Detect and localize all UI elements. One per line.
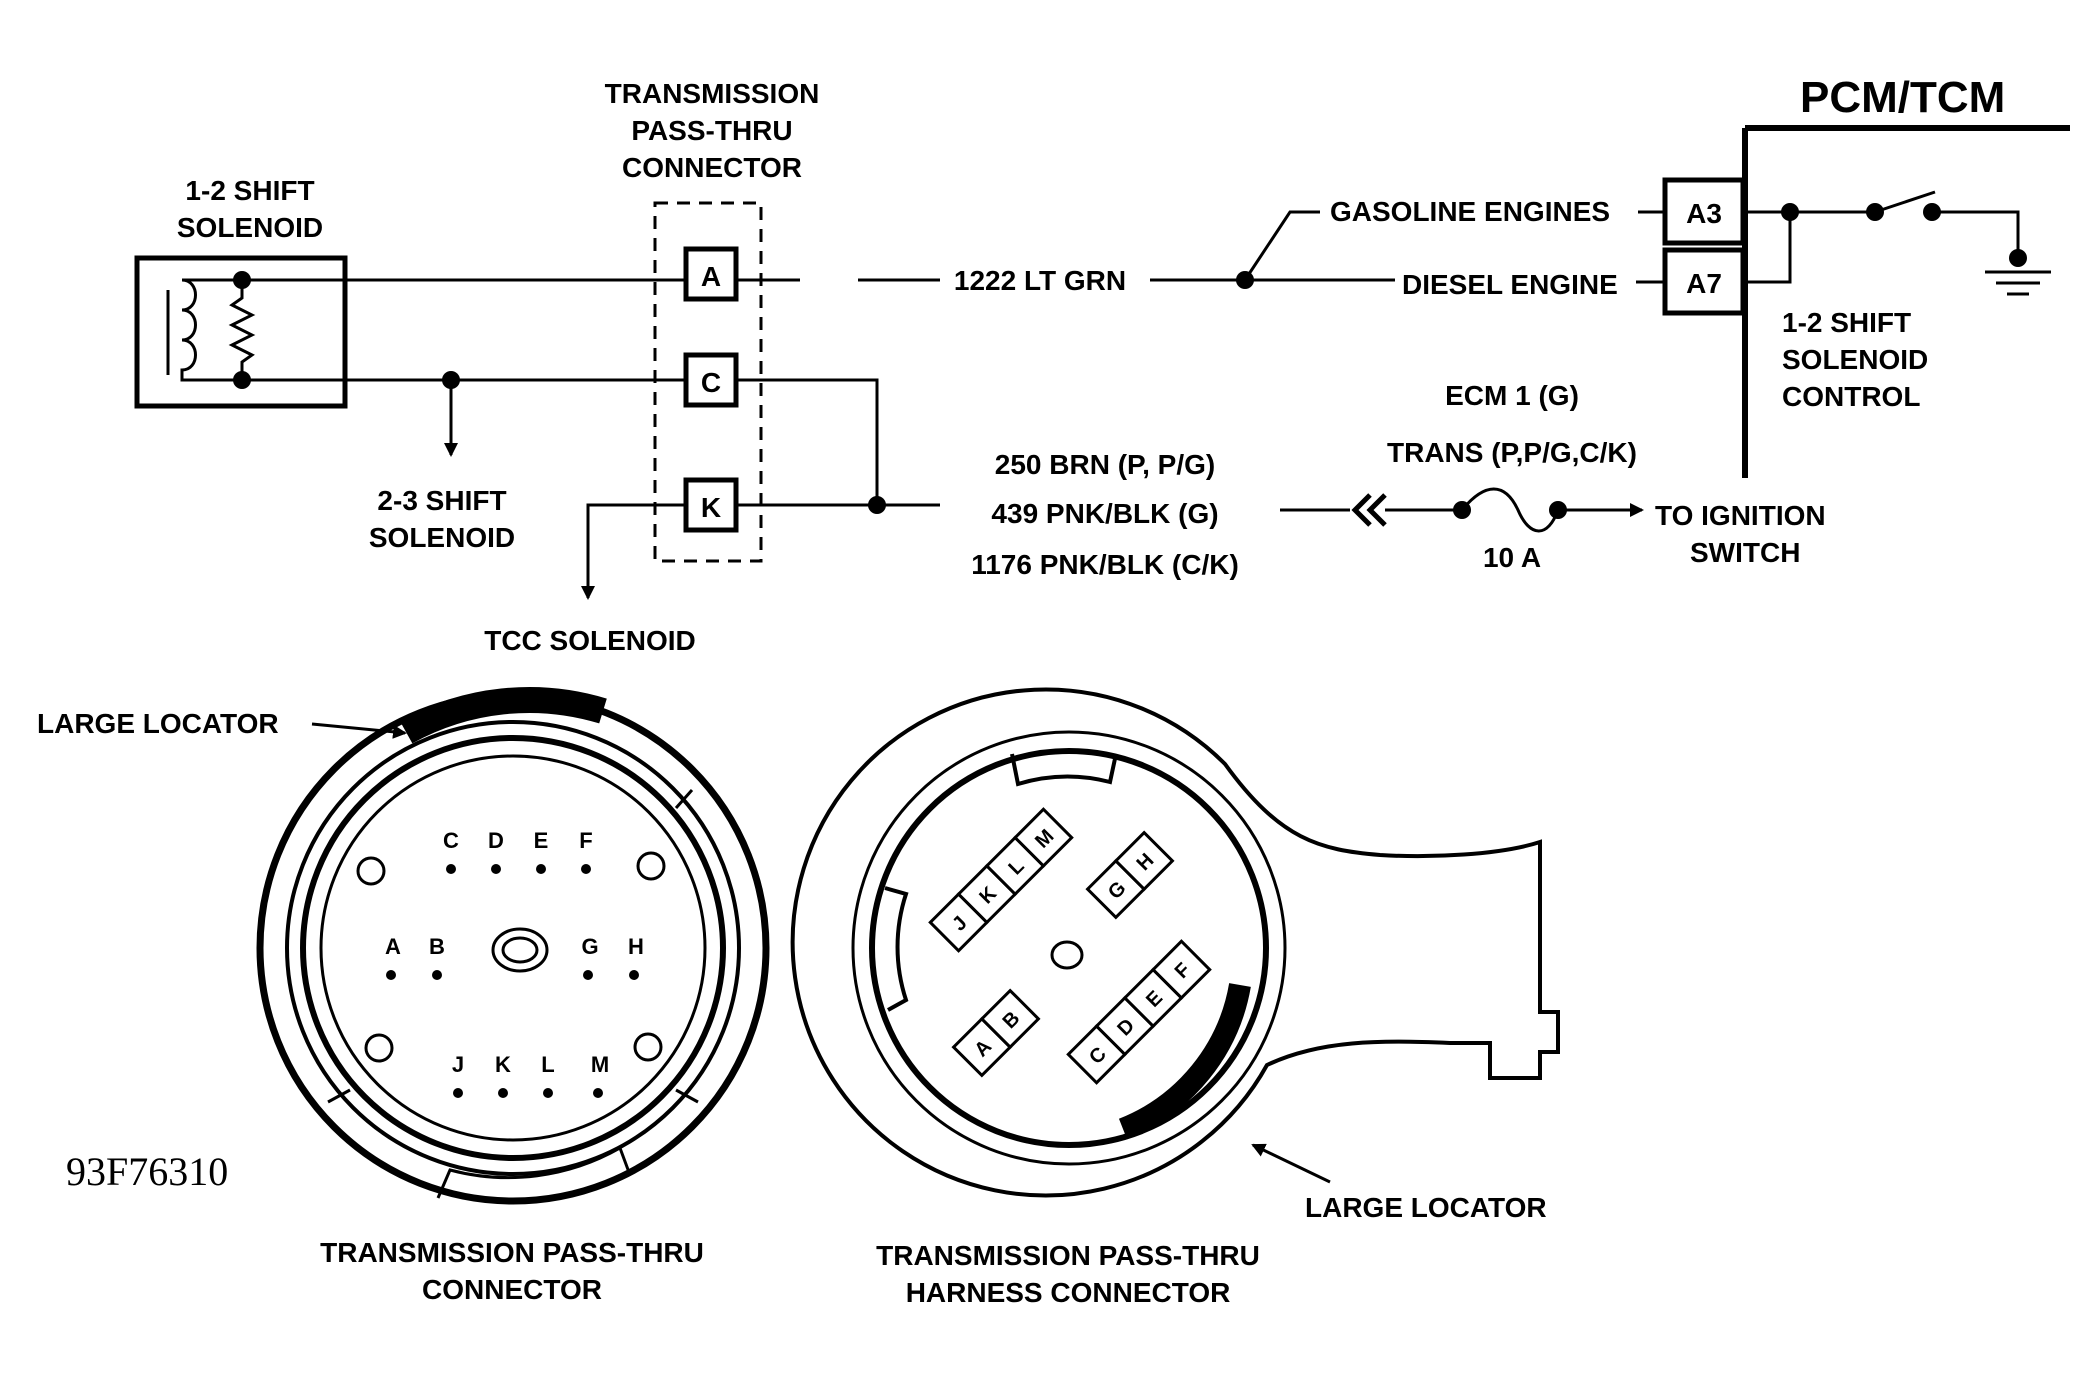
left-pin-label: D (488, 828, 504, 853)
right-caption-1: TRANSMISSION PASS-THRU (876, 1240, 1260, 1271)
diesel-label: DIESEL ENGINE (1402, 269, 1618, 300)
left-pin-label: G (581, 934, 598, 959)
left-outer-ring (256, 691, 770, 1205)
left-pin-field: C D E F A B G H J K L M (385, 828, 644, 1098)
harness-connector-view: J K L M G H A B C D E F LARGE LOC (790, 687, 1560, 1308)
left-pin-label: F (579, 828, 592, 853)
connector-outline (653, 201, 763, 563)
pin-a3-label: A3 (1686, 198, 1722, 229)
left-caption-1: TRANSMISSION PASS-THRU (320, 1237, 704, 1268)
fuse-ecm-label: ECM 1 (G) (1445, 380, 1579, 411)
pcm-tcm: PCM/TCM A3 A7 1-2 SHIFT SOLENOID CONTROL (1662, 73, 2070, 478)
cell-block-jklm: J K L M (928, 807, 1074, 953)
left-pin-label: J (452, 1052, 464, 1077)
left-pin-label: H (628, 934, 644, 959)
switch-blade (1874, 190, 1936, 214)
cell-block-ab: A B (951, 988, 1041, 1078)
pin-k-label: K (701, 492, 721, 523)
fuse-rating: 10 A (1483, 542, 1541, 573)
right-caption-2: HARNESS CONNECTOR (906, 1277, 1231, 1308)
pass-thru-connector: TRANSMISSION PASS-THRU CONNECTOR A C K (605, 78, 820, 563)
gasoline-label: GASOLINE ENGINES (1330, 196, 1610, 227)
in-line-connector-symbol (1351, 493, 1387, 527)
tcc-label: TCC SOLENOID (484, 625, 696, 656)
arrow-to-tcc (581, 503, 686, 600)
pcm-title: PCM/TCM (1800, 73, 2005, 122)
power-wire-2: 439 PNK/BLK (G) (991, 498, 1218, 529)
pin-a-box (683, 246, 739, 302)
fuse-symbol (1460, 487, 1560, 533)
pass-thru-connector-view: LARGE LOCATOR C D E F A B G H (37, 686, 770, 1305)
wire-1222-label: 1222 LT GRN (954, 265, 1126, 296)
right-locator-label: LARGE LOCATOR (1305, 1192, 1547, 1223)
coil-symbol (180, 278, 200, 382)
control-label-1: 1-2 SHIFT (1782, 307, 1911, 338)
left-large-locator (399, 686, 607, 744)
shift12-box (134, 255, 348, 409)
cell-block-gh: G H (1085, 830, 1175, 920)
connector-title-2: PASS-THRU (631, 115, 792, 146)
left-pin-label: A (385, 934, 401, 959)
shift12-label-1: 1-2 SHIFT (185, 175, 314, 206)
left-pin-label: K (495, 1052, 511, 1077)
shift23-label-1: 2-3 SHIFT (377, 485, 506, 516)
harness-outline (790, 687, 1560, 1198)
left-pin-label: L (541, 1052, 554, 1077)
shift12-label-2: SOLENOID (177, 212, 323, 243)
connector-title-1: TRANSMISSION (605, 78, 820, 109)
shift12-solenoid: 1-2 SHIFT SOLENOID (134, 175, 348, 409)
gasoline-branch (1243, 210, 1320, 281)
left-pin-label: E (534, 828, 549, 853)
shift23-label-2: SOLENOID (369, 522, 515, 553)
figure-id: 93F76310 (66, 1149, 228, 1194)
left-pin-label: C (443, 828, 459, 853)
cell-block-cdef: C D E F (1066, 939, 1212, 1085)
resistor-symbol (228, 280, 256, 380)
power-wire-1: 250 BRN (P, P/G) (995, 449, 1215, 480)
fuse-trans-label: TRANS (P,P/G,C/K) (1387, 437, 1637, 468)
pin-a7-label: A7 (1686, 268, 1722, 299)
right-large-locator (1118, 983, 1251, 1140)
left-caption-2: CONNECTOR (422, 1274, 602, 1305)
ignition-label-1: TO IGNITION (1655, 500, 1826, 531)
harness-outer-ring (851, 730, 1287, 1166)
left-pin-label: B (429, 934, 445, 959)
power-wire-3: 1176 PNK/BLK (C/K) (971, 549, 1239, 580)
control-label-3: CONTROL (1782, 381, 1920, 412)
connector-title-3: CONNECTOR (622, 152, 802, 183)
pin-c-label: C (701, 367, 721, 398)
pin-a-label: A (701, 261, 721, 292)
left-locator-label: LARGE LOCATOR (37, 708, 279, 739)
left-pin-label: M (591, 1052, 609, 1077)
control-label-2: SOLENOID (1782, 344, 1928, 375)
right-center-key (1050, 940, 1084, 970)
left-center-key (491, 927, 549, 973)
pin-a3-box (1662, 177, 1746, 246)
ignition-label-2: SWITCH (1690, 537, 1800, 568)
